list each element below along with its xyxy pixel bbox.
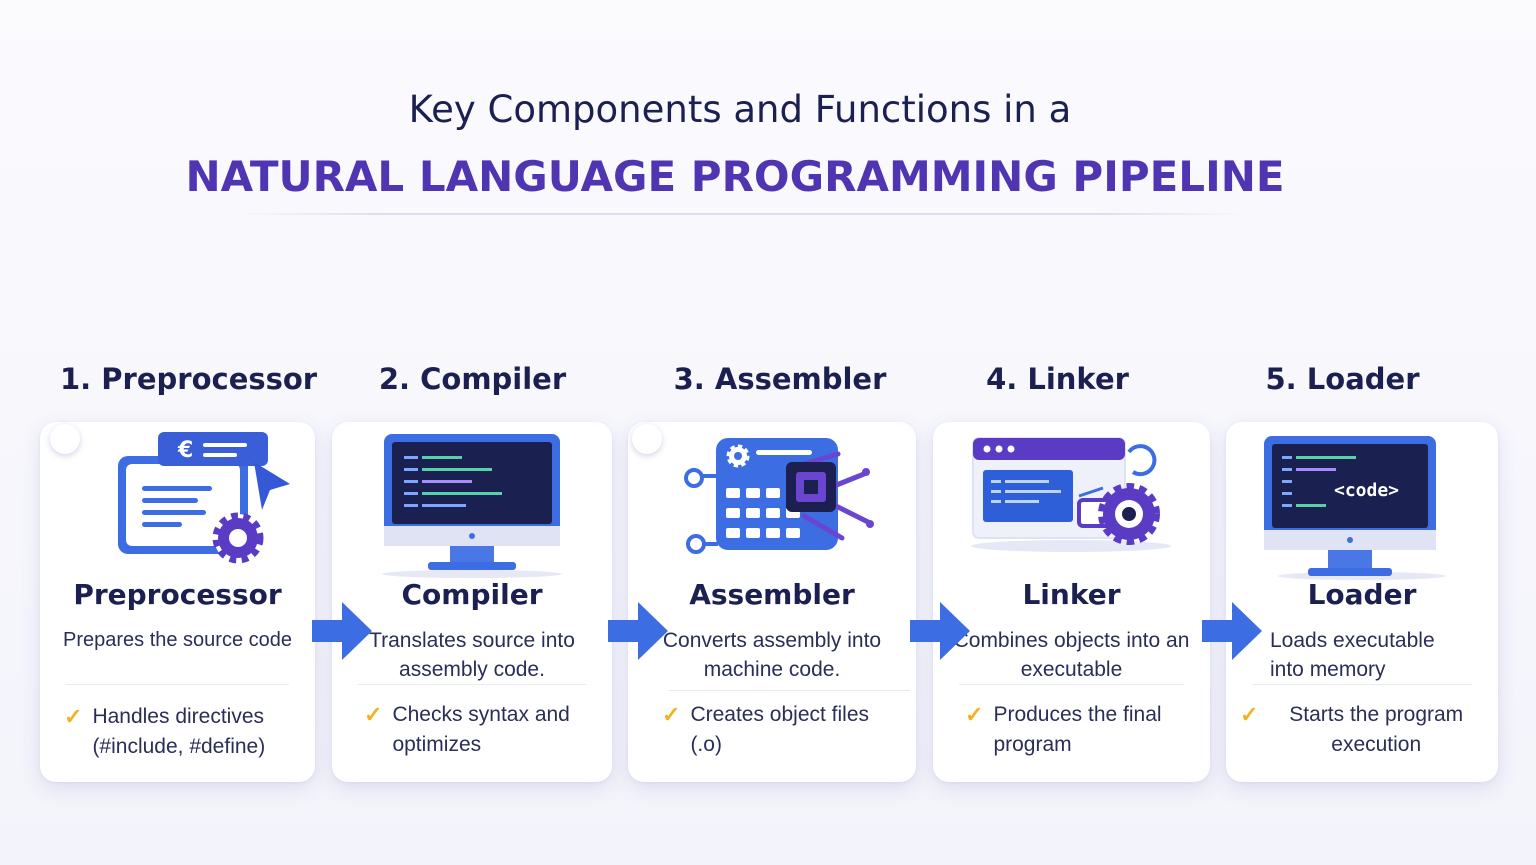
- arrow-right-icon: [312, 602, 372, 660]
- arrow-right-icon: [910, 602, 970, 660]
- code-tag-text: <code>: [1334, 480, 1399, 501]
- card-loader: <code> Loader Loads executable into memo…: [1226, 422, 1498, 782]
- card-divider: [668, 690, 910, 691]
- window-gear-icon: [971, 437, 1171, 552]
- svg-text:€: €: [177, 438, 193, 463]
- card-divider: [1252, 684, 1472, 685]
- card-divider: [358, 684, 586, 685]
- card-title-loader: Loader: [1307, 578, 1417, 611]
- card-assembler: Assembler Converts assembly into machine…: [628, 422, 916, 782]
- card-title-compiler: Compiler: [401, 578, 543, 611]
- card-compiler: Compiler Translates source into assembly…: [332, 422, 612, 782]
- circuit-chip-icon: [684, 438, 874, 554]
- card-desc-compiler: Translates source into assembly code.: [369, 629, 575, 681]
- arrow-right-icon: [1202, 602, 1262, 660]
- step-label-linker: 4. Linker: [986, 362, 1129, 396]
- card-feature-loader: ✓ Starts the program execution: [1240, 700, 1484, 760]
- title-line-1: Key Components and Functions in a: [408, 88, 1072, 131]
- monitor-code-icon: [382, 434, 562, 578]
- card-preprocessor: € Preprocessor Prepares the source code …: [40, 422, 315, 782]
- check-icon: ✓: [965, 702, 984, 727]
- feature-text: Checks syntax and optimizes: [392, 703, 570, 756]
- card-knob: [632, 424, 662, 454]
- arrow-right-icon: [608, 602, 668, 660]
- check-icon: ✓: [64, 704, 83, 729]
- feature-text: Handles directives (#include, #define): [92, 705, 266, 758]
- card-desc-preprocessor: Prepares the source code: [62, 629, 293, 651]
- step-label-assembler: 3. Assembler: [673, 362, 887, 396]
- document-gear-icon: €: [118, 432, 290, 564]
- check-icon: ✓: [662, 702, 681, 727]
- step-label-preprocessor: 1. Preprocessor: [60, 362, 318, 396]
- card-divider: [959, 684, 1184, 685]
- card-desc-assembler: Converts assembly into machine code.: [662, 629, 882, 681]
- card-linker: Linker Combines objects into an executab…: [933, 422, 1210, 782]
- monitor-code-tag-icon: <code>: [1264, 436, 1446, 580]
- card-feature-compiler: ✓ Checks syntax and optimizes: [364, 700, 598, 760]
- step-label-loader: 5. Loader: [1265, 362, 1420, 396]
- feature-text: Starts the program execution: [1289, 703, 1464, 756]
- card-divider: [66, 684, 289, 685]
- check-icon: ✓: [1240, 702, 1259, 727]
- title-divider: [235, 213, 1250, 215]
- feature-text: Creates object files (.o): [690, 703, 870, 756]
- title-line-2: NATURAL LANGUAGE PROGRAMMING PIPELINE: [185, 152, 1285, 201]
- card-feature-assembler: ✓ Creates object files (.o): [662, 700, 902, 760]
- card-feature-linker: ✓ Produces the final program: [965, 700, 1196, 760]
- check-icon: ✓: [364, 702, 383, 727]
- feature-text: Produces the final program: [993, 703, 1162, 756]
- card-knob: [50, 424, 80, 454]
- card-desc-linker: Combines objects into an executable: [953, 629, 1190, 681]
- card-title-assembler: Assembler: [689, 578, 855, 611]
- card-title-preprocessor: Preprocessor: [73, 578, 282, 611]
- card-feature-preprocessor: ✓ Handles directives (#include, #define): [64, 702, 301, 762]
- step-label-compiler: 2. Compiler: [378, 362, 567, 396]
- card-title-linker: Linker: [1022, 578, 1121, 611]
- card-desc-loader: Loads executable into memory: [1270, 629, 1435, 681]
